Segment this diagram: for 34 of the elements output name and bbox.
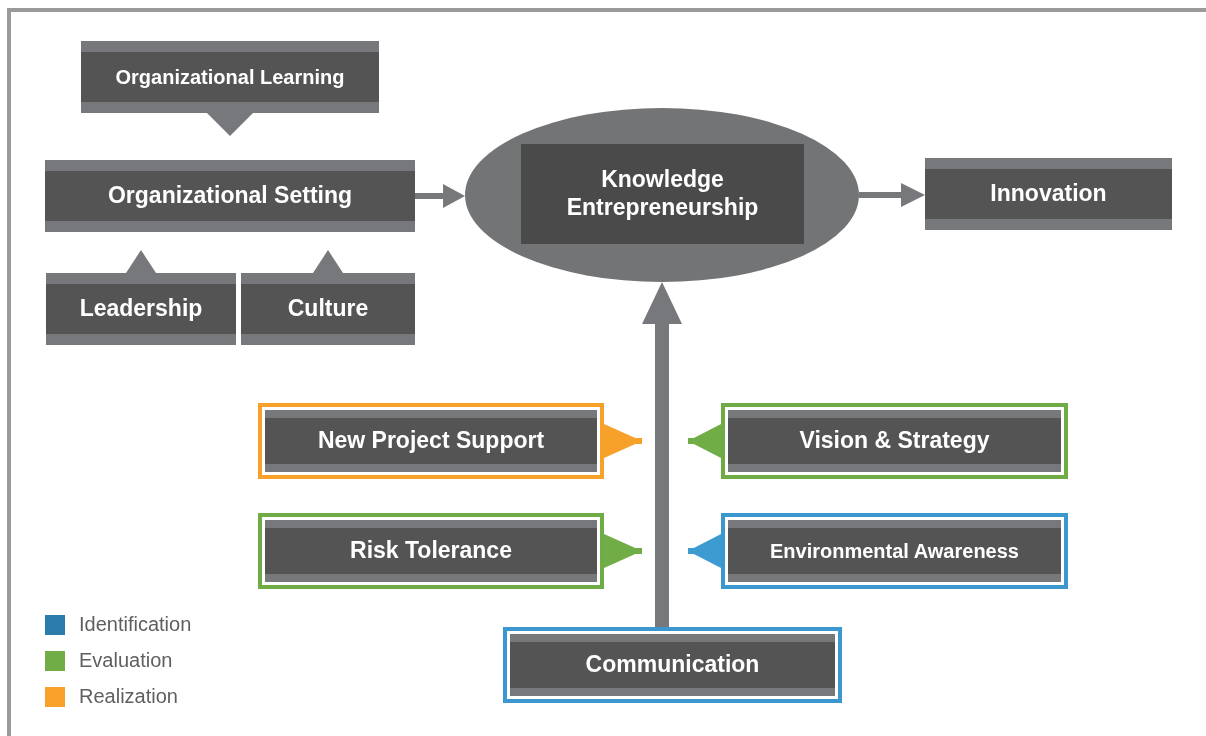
node-label: Vision & Strategy [798, 428, 991, 454]
node-label: New Project Support [316, 428, 546, 454]
legend-label: Identification [79, 613, 192, 636]
node-label: Organizational Learning [114, 66, 346, 88]
arrow [642, 282, 682, 627]
node-label: Risk Tolerance [349, 538, 513, 564]
arrow [313, 250, 343, 273]
arrow [126, 250, 156, 273]
arrow [604, 534, 642, 568]
node-label: Innovation [989, 181, 1108, 207]
process-box [721, 513, 1068, 589]
node-label: Leadership [78, 296, 204, 322]
process-box [258, 403, 604, 479]
node-label: Culture [286, 296, 370, 322]
legend-label: Evaluation [79, 649, 173, 672]
node-label: Environmental Awareness [769, 540, 1020, 562]
node-label: Knowledge Entrepreneurship [521, 144, 804, 244]
arrow [859, 183, 925, 207]
process-box [258, 513, 604, 589]
process-box [81, 41, 379, 113]
node-label: Organizational Setting [106, 183, 354, 209]
process-box [503, 627, 842, 703]
arrow [604, 424, 642, 458]
node-label: Communication [584, 652, 761, 678]
legend-label: Realization [79, 685, 178, 708]
arrow [415, 184, 465, 208]
process-box [721, 403, 1068, 479]
arrow [207, 113, 253, 136]
arrow [688, 534, 721, 568]
process-box [45, 160, 415, 232]
process-box [46, 273, 236, 345]
process-box [925, 158, 1172, 230]
arrow [688, 424, 721, 458]
process-box [241, 273, 415, 345]
